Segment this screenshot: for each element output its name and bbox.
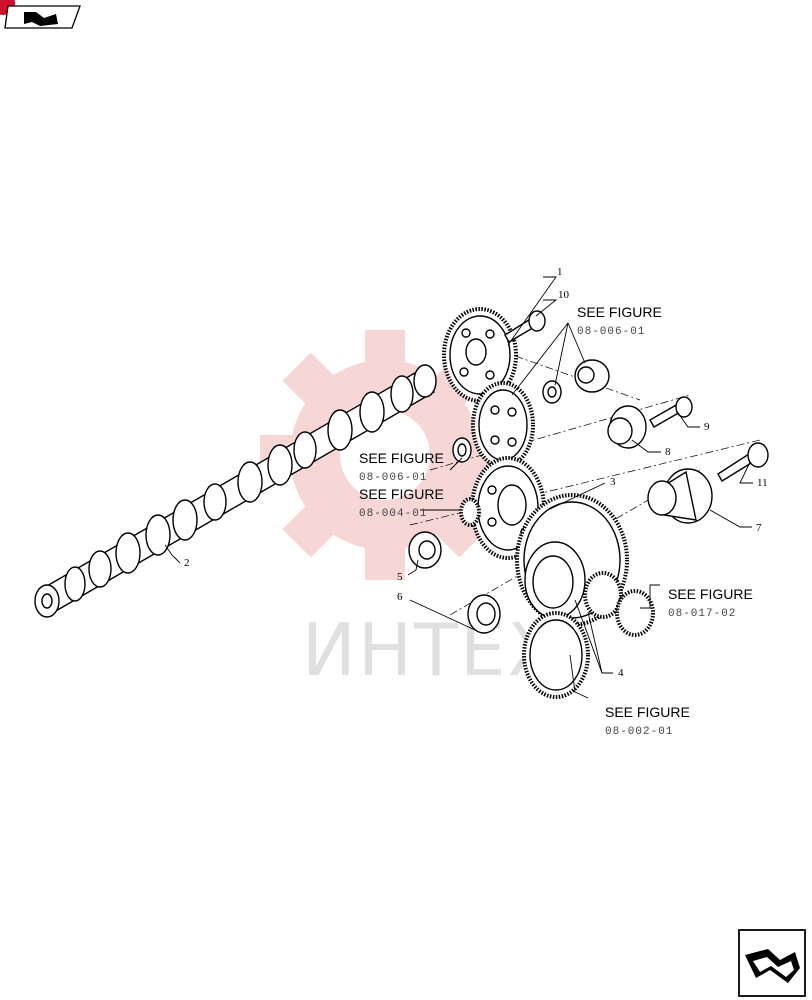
part-number-1: 1: [557, 266, 563, 278]
drive-pinions: [583, 571, 655, 637]
bushing-small: [542, 380, 562, 404]
back-arrow-icon: [24, 12, 58, 26]
callout-ref: 08-006-01: [359, 472, 427, 484]
part-number-2: 2: [184, 557, 190, 569]
callout-1[interactable]: SEE FIGURE 08-006-01: [577, 304, 662, 338]
part-number-4: 4: [618, 667, 624, 679]
bushing-large: [574, 359, 610, 393]
callout-4[interactable]: SEE FIGURE 08-017-02: [668, 586, 753, 620]
watermark-text: ИНТЕХ: [302, 608, 559, 692]
part-number-5: 5: [397, 571, 403, 583]
part-number-10: 10: [558, 289, 570, 301]
part-numbers: 1 2 3 4 5 6 7 8 9 10 11: [184, 266, 768, 679]
bolt-10: [504, 310, 546, 343]
crankshaft-gear: [522, 611, 590, 699]
callout-label: SEE FIGURE: [605, 704, 690, 720]
part-number-6: 6: [397, 591, 403, 603]
top-nav-button[interactable]: [0, 0, 81, 29]
bolt-11: [717, 442, 769, 482]
washer-upper: [452, 437, 472, 463]
callout-ref: 08-006-01: [577, 326, 645, 338]
part-number-9: 9: [704, 421, 710, 433]
callout-2[interactable]: SEE FIGURE 08-006-01: [359, 450, 444, 484]
pinion-gear: [459, 497, 481, 527]
bottom-nav-button[interactable]: [738, 929, 806, 997]
camshaft: [34, 364, 437, 618]
next-arrow-icon: [745, 949, 800, 983]
callout-label: SEE FIGURE: [359, 450, 444, 466]
thrust-washer-5: [408, 531, 442, 569]
bolt-9: [649, 396, 693, 428]
callout-label: SEE FIGURE: [577, 304, 662, 320]
callout-label: SEE FIGURE: [668, 586, 753, 602]
callout-5[interactable]: SEE FIGURE 08-002-01: [605, 704, 690, 738]
callout-ref: 08-004-01: [359, 508, 427, 520]
part-number-11: 11: [757, 477, 768, 489]
leader-lines: [164, 276, 753, 699]
part-number-7: 7: [756, 522, 762, 534]
callout-ref: 08-017-02: [668, 608, 736, 620]
callout-ref: 08-002-01: [605, 726, 673, 738]
hub-7: [647, 468, 713, 524]
part-number-8: 8: [665, 446, 671, 458]
intermediate-gear-upper: [471, 381, 535, 469]
seal-6: [467, 594, 501, 634]
callout-label: SEE FIGURE: [359, 486, 444, 502]
part-number-3: 3: [610, 476, 616, 488]
callout-3[interactable]: SEE FIGURE 08-004-01: [359, 486, 444, 520]
hub-8: [607, 405, 647, 449]
camshaft-gear: [442, 307, 518, 403]
